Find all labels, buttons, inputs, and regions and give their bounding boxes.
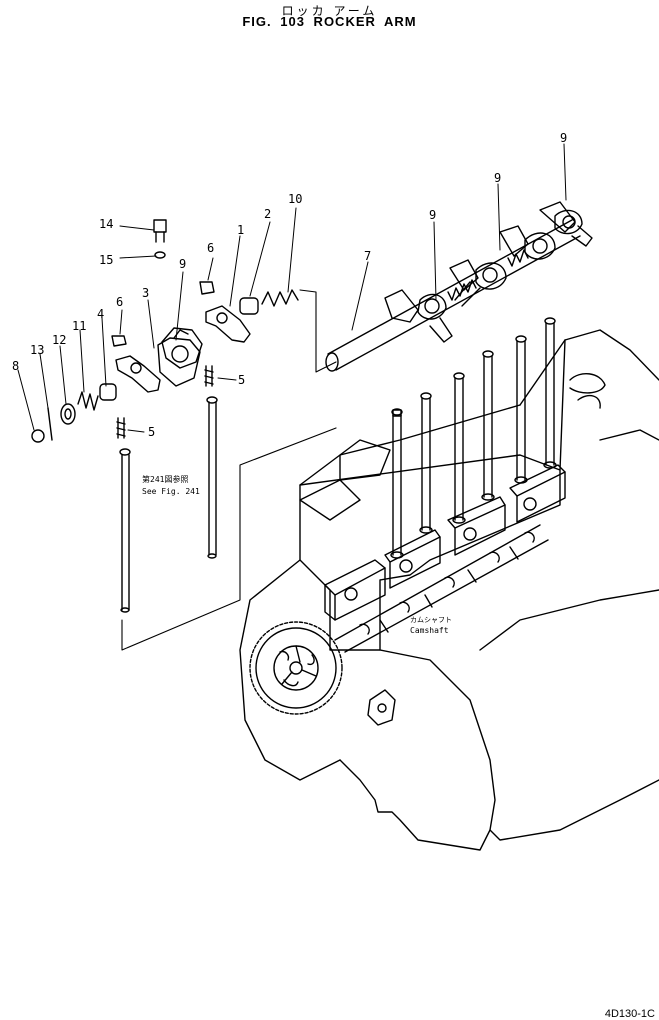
diagram-notes: 第241図参照 See Fig. 241 カムシャフト Camshaft xyxy=(142,474,452,635)
callout-labels: 14 15 9 3 6 6 1 2 10 7 9 9 9 4 11 12 13 … xyxy=(12,131,567,439)
callout-9-c: 9 xyxy=(560,131,567,145)
reference-boundary xyxy=(121,289,337,651)
callout-15: 15 xyxy=(99,253,113,267)
figure-title: FIG. 103 ROCKER ARM xyxy=(242,14,417,29)
see-fig-note: See Fig. 241 xyxy=(142,487,200,496)
callout-12: 12 xyxy=(52,333,66,347)
rocker-shaft xyxy=(325,219,581,372)
leader-lines xyxy=(17,143,567,433)
callout-1: 1 xyxy=(237,223,244,237)
callout-4: 4 xyxy=(97,307,104,321)
exploded-parts xyxy=(31,219,299,443)
callout-6-upper: 6 xyxy=(207,241,214,255)
see-fig-note-jp: 第241図参照 xyxy=(142,474,188,484)
camshaft xyxy=(334,524,549,653)
callout-3: 3 xyxy=(142,286,149,300)
callout-9-left: 9 xyxy=(179,257,186,271)
callout-5-upper: 5 xyxy=(238,373,245,387)
tappet-blocks xyxy=(324,464,566,621)
callout-9-b: 9 xyxy=(494,171,501,185)
callout-2: 2 xyxy=(264,207,271,221)
callout-14: 14 xyxy=(99,217,113,231)
camshaft-label: Camshaft xyxy=(410,626,449,635)
callout-8: 8 xyxy=(12,359,19,373)
callout-6-lower: 6 xyxy=(116,295,123,309)
callout-7: 7 xyxy=(364,249,371,263)
callout-10: 10 xyxy=(288,192,302,206)
engine-block xyxy=(239,329,659,851)
assembled-rockers xyxy=(384,201,593,417)
callout-9-a: 9 xyxy=(429,208,436,222)
push-rods xyxy=(390,317,557,559)
camshaft-label-jp: カムシャフト xyxy=(410,616,452,624)
callout-13: 13 xyxy=(30,343,44,357)
title-japanese: ロッカ アーム xyxy=(281,4,378,18)
callout-5-lower: 5 xyxy=(148,425,155,439)
exploded-push-rods xyxy=(119,396,218,613)
drawing-code: 4D130-1C xyxy=(604,1008,655,1020)
callout-11: 11 xyxy=(72,319,86,333)
timing-gear xyxy=(249,621,343,715)
